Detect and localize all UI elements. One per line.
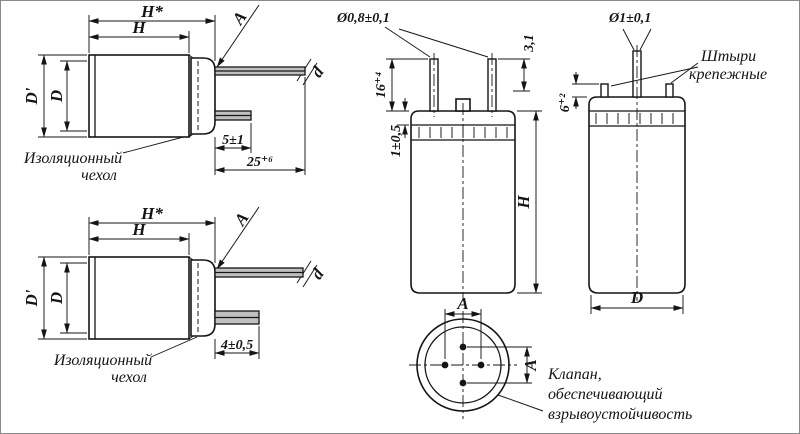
- label-sleeve-1-line2: чехол: [81, 167, 117, 184]
- dimension-lines-view-3: [384, 26, 542, 294]
- capacitor-body-1: [88, 54, 190, 138]
- end-cap-2: [190, 259, 216, 337]
- label-pins-line2: крепежные: [689, 66, 767, 83]
- dim-h-2: H: [131, 220, 146, 239]
- terminal-dot: [441, 361, 449, 369]
- dim-d-prime-2: D': [22, 289, 41, 307]
- mounting-pin-left: [600, 83, 609, 98]
- label-valve-line1: Клапан,: [547, 366, 602, 383]
- terminal-dot: [459, 343, 467, 351]
- dim-d-big-5: D: [630, 288, 643, 307]
- dim-a-1: A: [228, 8, 251, 29]
- mounting-pin-right: [665, 83, 674, 98]
- capacitor-body-2: [88, 256, 190, 340]
- dim-a-2: A: [230, 209, 253, 230]
- dim-16: 16⁺⁴: [374, 72, 389, 98]
- dim-h-star-2: H*: [140, 204, 163, 223]
- label-sleeve-2-line2: чехол: [111, 369, 147, 386]
- dim-dia-08: Ø0,8±0,1: [336, 11, 390, 26]
- dim-value-5: 5±1: [222, 133, 244, 148]
- dim-d-small-1: d: [307, 63, 328, 81]
- snapin-capacitor-front-view: Ø0,8±0,1 3,1 16⁺⁴ 1±0,5 H: [336, 11, 542, 301]
- terminal-dot: [477, 361, 485, 369]
- axial-capacitor-view-1: H* H D' D A d 5±1 25⁺⁶ Изоляционный чехо…: [22, 2, 328, 184]
- terminal-dot: [459, 379, 467, 387]
- dim-d-big-2: D: [47, 292, 66, 305]
- axial-capacitor-view-2: H* H D' D A d 4±0,5 Изоляционный чехол: [22, 204, 328, 386]
- capacitor-bottom-view: A A Клапан, обеспечивающий взрывоустойчи…: [409, 294, 692, 423]
- dim-d-big-1: D: [47, 90, 66, 103]
- dim-h-3: H: [514, 195, 533, 210]
- label-pins-line1: Штыри: [700, 48, 756, 65]
- dim-a-top: A: [456, 294, 468, 313]
- dimension-lines-view-2: [38, 206, 318, 359]
- dim-1: 1±0,5: [389, 125, 404, 157]
- end-cap-1: [190, 57, 216, 135]
- capacitor-with-mounting-pins-view: Ø1±0,1 Штыри крепежные 6⁺² D: [558, 11, 767, 314]
- dimension-lines-view-4: [444, 309, 544, 412]
- dim-d-prime-1: D': [22, 87, 41, 105]
- dim-value-4: 4±0,5: [220, 338, 253, 353]
- dim-6: 6⁺²: [558, 93, 573, 112]
- dim-3-1: 3,1: [522, 34, 537, 53]
- label-valve-line3: взрывоустойчивость: [548, 406, 692, 423]
- dim-h-star-1: H*: [140, 2, 163, 21]
- dimension-lines-view-5: [572, 28, 699, 314]
- label-sleeve-1-line1: Изоляционный: [23, 150, 122, 167]
- dim-a-right: A: [521, 359, 540, 371]
- label-sleeve-2-line1: Изоляционный: [53, 352, 152, 369]
- dim-dia-1: Ø1±0,1: [608, 11, 651, 26]
- dim-value-25: 25⁺⁶: [246, 155, 273, 170]
- dim-h-1: H: [131, 18, 146, 37]
- dim-d-small-2: d: [307, 265, 328, 283]
- label-valve-line2: обеспечивающий: [548, 386, 663, 403]
